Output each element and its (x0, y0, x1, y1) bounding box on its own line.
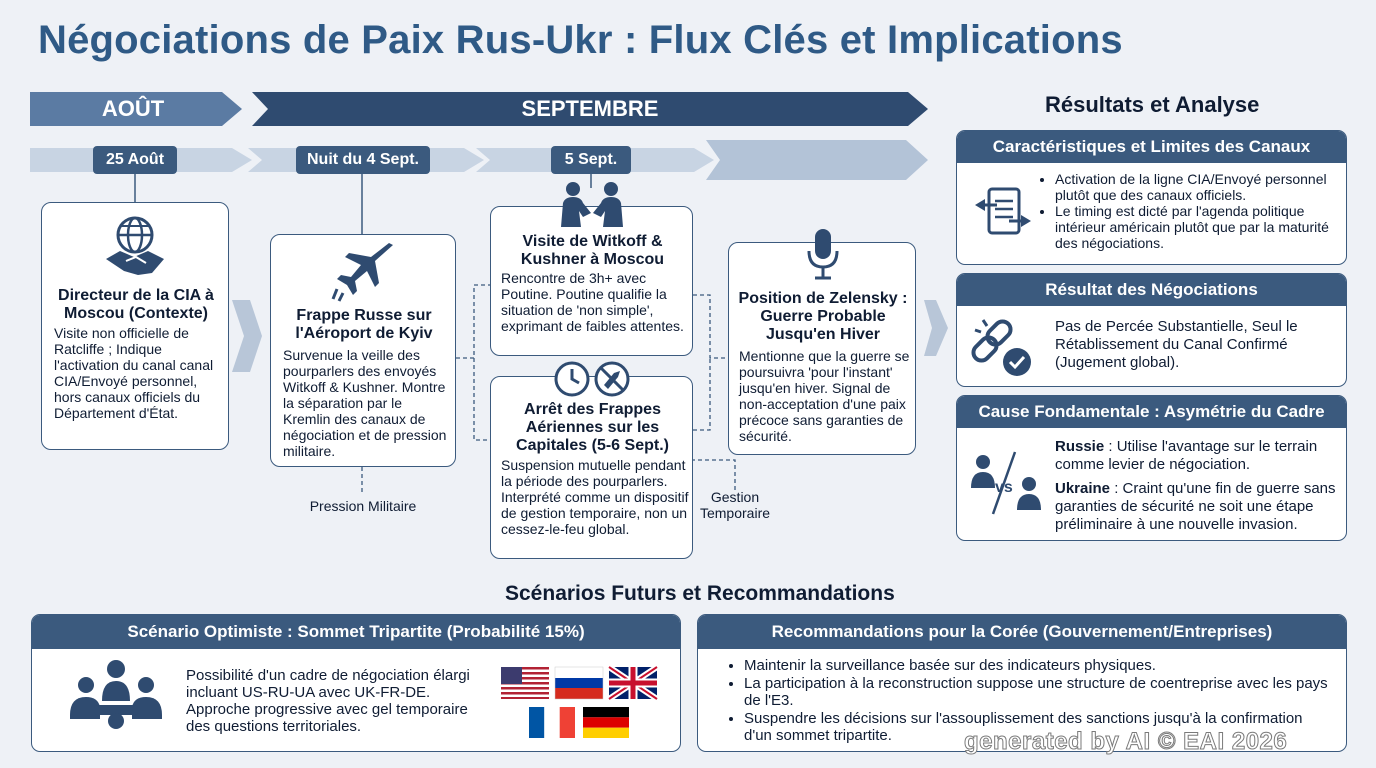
month-arrow-august (30, 92, 242, 126)
date-5-sept: 5 Sept. (551, 146, 631, 174)
month-august: AOÛT (101, 96, 165, 121)
label-temporary-management: Gestion Temporaire (699, 489, 771, 521)
date-25-aout: 25 Août (93, 146, 177, 174)
channels-bullets: Activation de la ligne CIA/Envoyé person… (1041, 171, 1346, 251)
panel-title: Caractéristiques et Limites des Canaux (957, 131, 1346, 163)
meeting-group-icon (70, 660, 162, 729)
handshake-globe-icon (106, 216, 164, 275)
date-chevron-4 (706, 140, 928, 180)
event-card-halt: Arrêt des Frappes Aériennes sur les Capi… (490, 361, 693, 559)
broken-chain-check-icon (971, 319, 1031, 376)
panel-title: Cause Fondamentale : Asymétrie du Cadre (957, 396, 1346, 428)
russia-flag-icon (554, 666, 604, 700)
uk-flag-icon (607, 664, 659, 702)
svg-text:vs: vs (995, 479, 1013, 496)
event-text: Survenue la veille des pourparlers des e… (283, 347, 447, 459)
ukraine-text: : Craint qu'une fin de guerre sans garan… (1055, 480, 1336, 533)
event-title: Visite de Witkoff & Kushner à Moscou (520, 233, 665, 268)
label-military-pressure: Pression Militaire (309, 498, 417, 514)
panel-cause: Cause Fondamentale : Asymétrie du Cadre … (956, 395, 1347, 541)
france-flag-icon (529, 707, 575, 738)
optimistic-text: Possibilité d'un cadre de négociation él… (186, 667, 470, 735)
event-card-strike: Frappe Russe sur l'Aéroport de Kyiv Surv… (270, 234, 456, 467)
handshake-people-icon (561, 182, 623, 227)
clock-icon (554, 361, 590, 397)
panel-channels: Caractéristiques et Limites des Canaux A… (956, 130, 1347, 265)
panel-outcome: Résultat des Négociations Pas de Percée … (956, 273, 1347, 387)
russia-label: Russie (1055, 438, 1105, 455)
event-title: Arrêt des Frappes Aériennes sur les Capi… (516, 401, 669, 454)
cause-ukraine: Ukraine : Craint qu'une fin de guerre sa… (1055, 480, 1345, 534)
panel-title: Résultat des Négociations (957, 274, 1346, 306)
event-title: Position de Zelensky : Guerre Probable J… (738, 290, 908, 343)
scenarios-heading: Scénarios Futurs et Recommandations (505, 582, 895, 605)
bullet-item: Maintenir la surveillance basée sur des … (744, 657, 1334, 675)
event-text: Mentionne que la guerre se poursuivra 'p… (739, 348, 910, 444)
event-text: Rencontre de 3h+ avec Poutine. Poutine q… (501, 270, 684, 334)
flow-arrow-2 (924, 300, 948, 356)
panel-korea-recommendations: Recommandations pour la Corée (Gouvernem… (697, 614, 1347, 752)
no-missile-icon (594, 361, 630, 397)
event-text: Suspension mutuelle pendant la période d… (501, 457, 689, 537)
event-text: Visite non officielle de Ratcliffe ; Ind… (54, 325, 214, 421)
panel-title: Recommandations pour la Corée (Gouvernem… (698, 615, 1346, 649)
germany-flag-icon (583, 707, 629, 738)
outcome-text: Pas de Percée Substantielle, Seul le Rét… (1055, 318, 1298, 371)
date-nuit-4-sept: Nuit du 4 Sept. (296, 146, 430, 174)
us-flag-icon (501, 667, 549, 699)
document-exchange-icon (975, 187, 1031, 235)
watermark: generated by AI © EAI 2026 (963, 728, 1288, 756)
versus-icon: vs (971, 451, 1041, 515)
flow-arrow-1 (232, 300, 262, 372)
month-arrow-september (252, 92, 928, 126)
bullet-item: Suspendre les décisions sur l'assoupliss… (744, 710, 1334, 745)
event-title: Frappe Russe sur l'Aéroport de Kyiv (295, 307, 433, 342)
event-card-visit: Visite de Witkoff & Kushner à Moscou Ren… (490, 182, 693, 356)
cause-russia: Russie : Utilise l'avantage sur le terra… (1055, 438, 1345, 474)
event-card-zelensky: Position de Zelensky : Guerre Probable J… (728, 229, 916, 455)
bullet-item: Le timing est dicté par l'agenda politiq… (1055, 203, 1346, 251)
month-september: SEPTEMBRE (521, 96, 659, 121)
microphone-icon (807, 229, 839, 280)
korea-bullets: Maintenir la surveillance basée sur des … (726, 657, 1334, 745)
event-card-cia: Directeur de la CIA à Moscou (Contexte) … (41, 202, 229, 450)
page-title: Négociations de Paix Rus-Ukr : Flux Clés… (38, 18, 1123, 62)
panel-optimistic-scenario: Scénario Optimiste : Sommet Tripartite (… (31, 614, 681, 752)
fighter-jet-icon (331, 243, 393, 302)
results-heading: Résultats et Analyse (1045, 92, 1260, 117)
ukraine-label: Ukraine (1055, 480, 1111, 497)
panel-title: Scénario Optimiste : Sommet Tripartite (… (32, 615, 680, 649)
russia-text: : Utilise l'avantage sur le terrain comm… (1055, 438, 1318, 473)
bullet-item: La participation à la reconstruction sup… (744, 675, 1334, 710)
event-title: Directeur de la CIA à Moscou (Contexte) (58, 287, 214, 322)
bullet-item: Activation de la ligne CIA/Envoyé person… (1055, 171, 1346, 203)
